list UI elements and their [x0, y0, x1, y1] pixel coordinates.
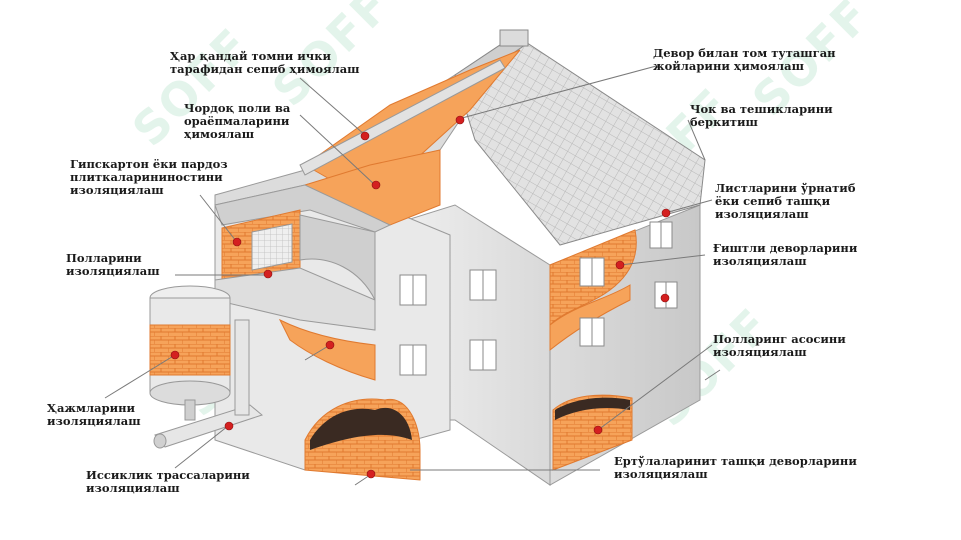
marker [360, 131, 370, 141]
marker [371, 180, 381, 190]
leader-lines [104, 64, 721, 486]
drywall-panel [251, 223, 293, 271]
label-volumes: Ҳажмларини изоляциялаш [47, 401, 141, 428]
label-sheets: Листларини ўрнатиб ёки сепиб ташқи изоля… [715, 181, 856, 221]
marker [660, 293, 670, 303]
marker [366, 469, 376, 479]
basement-right-dark [555, 397, 630, 420]
marker [170, 350, 180, 360]
marker [661, 208, 671, 218]
marker [263, 269, 273, 279]
label-attic-floor: Чордоқ поли ва ораёпмаларини ҳимоялаш [184, 101, 291, 141]
label-basement-walls: Ертўлаларинит ташқи деворларини изоляция… [614, 454, 857, 481]
room-ceiling-curve [299, 214, 376, 301]
pipe-end [153, 433, 167, 449]
chimney [499, 29, 529, 47]
marker [232, 237, 242, 247]
label-heat-pipes: Иссиклик трассаларини изоляциялаш [86, 468, 250, 495]
basement-right-insulation [552, 394, 633, 471]
label-seams: Чок ва тешикларини беркитиш [690, 102, 833, 129]
label-floor-base: Полларинг асосини изоляциялаш [713, 332, 846, 359]
marker [224, 421, 234, 431]
marker [615, 260, 625, 270]
floor-insulation-wave [278, 318, 376, 381]
roof-eave [299, 59, 506, 176]
marker [455, 115, 465, 125]
basement-dark [310, 407, 412, 450]
tank-insulation [149, 324, 231, 376]
markers [170, 115, 671, 479]
marker [593, 425, 603, 435]
pipe-riser [234, 319, 250, 416]
marker [325, 340, 335, 350]
label-brick-walls: Ғиштли деворларини изоляциялаш [713, 241, 858, 268]
label-floors: Полларини изоляциялаш [66, 251, 160, 278]
label-roof-slope: Ҳар қандай томни ички тарафидан сепиб ҳи… [170, 49, 360, 76]
tank-leg [184, 399, 196, 421]
label-wall-roof-junction: Девор билан том туташган жойларини ҳимоя… [653, 46, 836, 73]
label-drywall: Гипскартон ёки пардоз плиткаларининостин… [70, 157, 228, 197]
